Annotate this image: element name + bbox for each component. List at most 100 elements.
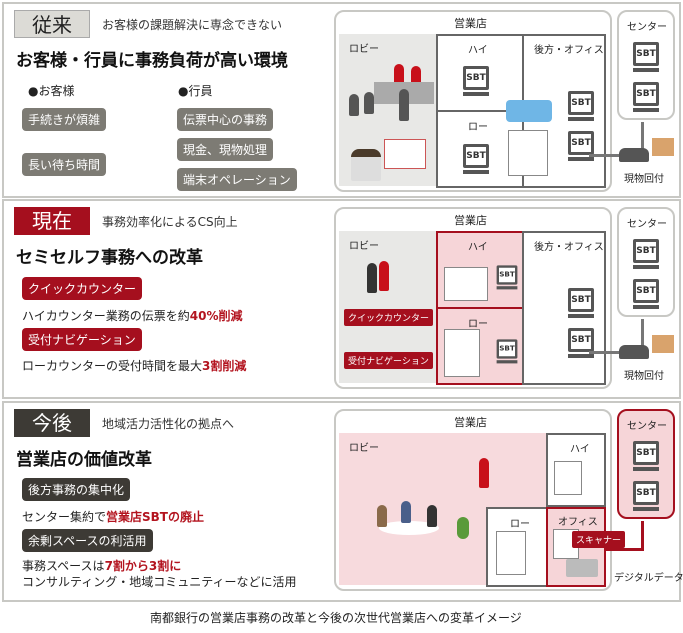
staff-figure <box>427 505 437 527</box>
staff-item: 端末オペレーション <box>177 168 297 191</box>
high-label: ハイ <box>468 45 488 56</box>
store-label: 営業店 <box>454 17 487 30</box>
transfer-arrow-up <box>641 319 644 354</box>
high-counter-room: ハイ SBT <box>436 34 524 112</box>
future-panel: 今後 地域活力活性化の拠点へ 営業店の価値改革 後方事務の集中化 センター集約で… <box>2 401 683 602</box>
transfer-arrow-up <box>641 122 644 157</box>
slips-illustration <box>508 130 548 176</box>
reception-nav-label: 受付ナビゲーション <box>344 352 433 369</box>
customer-figure <box>349 94 359 116</box>
low-label: ロー <box>468 319 488 330</box>
car-icon <box>619 345 649 359</box>
transfer-label: 現物回付 <box>624 371 664 382</box>
sbt-terminal: SBT <box>568 91 594 121</box>
centralization-desc: センター集約で営業店SBTの廃止 <box>22 508 204 525</box>
stressed-clerk-illustration <box>351 149 381 181</box>
customer-figure <box>367 263 377 293</box>
future-heading: 営業店の価値改革 <box>16 450 152 470</box>
sbt-terminal: SBT <box>633 82 659 112</box>
sbt-terminal: SBT <box>633 481 659 511</box>
desc-text: センター集約で <box>22 510 107 524</box>
plant-icon <box>457 517 469 539</box>
center-box: センター SBT SBT <box>617 409 675 519</box>
caption: 南都銀行の営業店事務の改革と今後の次世代営業店への変革イメージ <box>150 611 522 625</box>
low-label: ロー <box>510 519 530 530</box>
office-room: 後方・オフィス SBT SBT <box>522 34 606 188</box>
quick-counter-desc: ハイカウンター業務の伝票を約40%削減 <box>22 307 243 324</box>
customer-figure <box>377 505 387 527</box>
office-label: 後方・オフィス <box>534 242 604 253</box>
high-label: ハイ <box>570 444 590 455</box>
past-panel: 従来 お客様の課題解決に専念できない お客様・行員に事務負荷が高い環境 ●お客様… <box>2 2 681 198</box>
desc-text: 事務スペースは <box>22 559 105 573</box>
staff-item: 現金、現物処理 <box>177 138 274 161</box>
digital-data-arrow <box>604 548 644 551</box>
present-heading: セミセルフ事務への改革 <box>16 248 203 268</box>
quick-counter-machine <box>444 267 488 301</box>
sbt-terminal: SBT <box>633 441 659 471</box>
car-icon <box>619 148 649 162</box>
documents-illustration <box>384 139 426 169</box>
box-icon <box>652 335 674 353</box>
transfer-arrow <box>589 351 644 354</box>
sbt-terminal: SBT <box>496 339 518 364</box>
sbt-terminal: SBT <box>463 144 489 174</box>
lobby-label: ロビー <box>349 241 379 252</box>
centralization-tag: 後方事務の集中化 <box>22 478 131 501</box>
transfer-label: 現物回付 <box>624 174 664 185</box>
sbt-terminal: SBT <box>463 66 489 96</box>
reception-nav-machine <box>496 531 526 575</box>
lobby-label: ロビー <box>349 443 379 454</box>
cash-tray-illustration <box>506 100 552 122</box>
lobby-label: ロビー <box>349 44 379 55</box>
store-box: 営業店 ロビー ハイ SBT ロー SBT 後方・オフィス SBT SBT クイ… <box>334 207 612 389</box>
high-label: ハイ <box>468 242 488 253</box>
low-label: ロー <box>468 122 488 133</box>
digital-data-arrow-up <box>641 521 644 551</box>
store-label: 営業店 <box>454 214 487 227</box>
desc-text: ローカウンターの受付時間を最大 <box>22 359 203 373</box>
scanner-illustration <box>566 559 598 577</box>
desc-emphasis: 営業店SBTの廃止 <box>106 510 204 524</box>
sbt-terminal: SBT <box>568 288 594 318</box>
customer-item: 長い待ち時間 <box>22 153 107 176</box>
store-label: 営業店 <box>454 416 487 429</box>
office-room: 後方・オフィス SBT SBT <box>522 231 606 385</box>
desc-emphasis: 3割削減 <box>202 359 247 373</box>
high-counter-room: ハイ SBT <box>436 231 524 309</box>
customer-figure <box>401 501 411 523</box>
store-box: 営業店 ロビー ハイ SBT ロー SBT 後方・オフィス SBT SBT <box>334 10 612 192</box>
staff-figure <box>411 66 421 88</box>
reception-nav-machine <box>444 329 480 377</box>
consultation-table <box>379 521 439 535</box>
sbt-terminal: SBT <box>568 131 594 161</box>
desc-text: ハイカウンター業務の伝票を約 <box>22 309 190 323</box>
desc-emphasis: 40%削減 <box>189 309 243 323</box>
past-tag: 従来 <box>14 10 90 38</box>
office-label: 後方・オフィス <box>534 45 604 56</box>
sbt-terminal: SBT <box>496 265 518 290</box>
space-use-tag: 余剰スペースの利活用 <box>22 529 153 552</box>
high-counter-room: ハイ <box>546 433 606 507</box>
customer-figure <box>399 89 409 121</box>
quick-counter-machine <box>554 461 582 495</box>
low-counter-room: ロー SBT <box>436 307 524 385</box>
scanner-label: スキャナー <box>572 531 626 548</box>
quick-counter-label: クイックカウンター <box>344 309 434 326</box>
center-label: センター <box>627 22 667 33</box>
staff-figure <box>394 64 404 86</box>
sbt-terminal: SBT <box>633 42 659 72</box>
center-box: センター SBT SBT <box>617 207 675 317</box>
desc-emphasis: 7割から3割に <box>104 559 182 573</box>
lobby-area: ロビー <box>339 34 437 186</box>
sbt-terminal: SBT <box>633 239 659 269</box>
present-subtitle: 事務効率化によるCS向上 <box>102 215 238 229</box>
past-heading: お客様・行員に事務負荷が高い環境 <box>16 51 288 71</box>
staff-figure <box>479 458 489 488</box>
reception-nav-tag: 受付ナビゲーション <box>22 328 142 351</box>
sbt-terminal: SBT <box>633 279 659 309</box>
staff-item: 伝票中心の事務 <box>177 108 274 131</box>
quick-counter-tag: クイックカウンター <box>22 277 143 300</box>
center-label: センター <box>627 219 667 230</box>
present-panel: 現在 事務効率化によるCS向上 セミセルフ事務への改革 クイックカウンター ハイ… <box>2 199 681 399</box>
